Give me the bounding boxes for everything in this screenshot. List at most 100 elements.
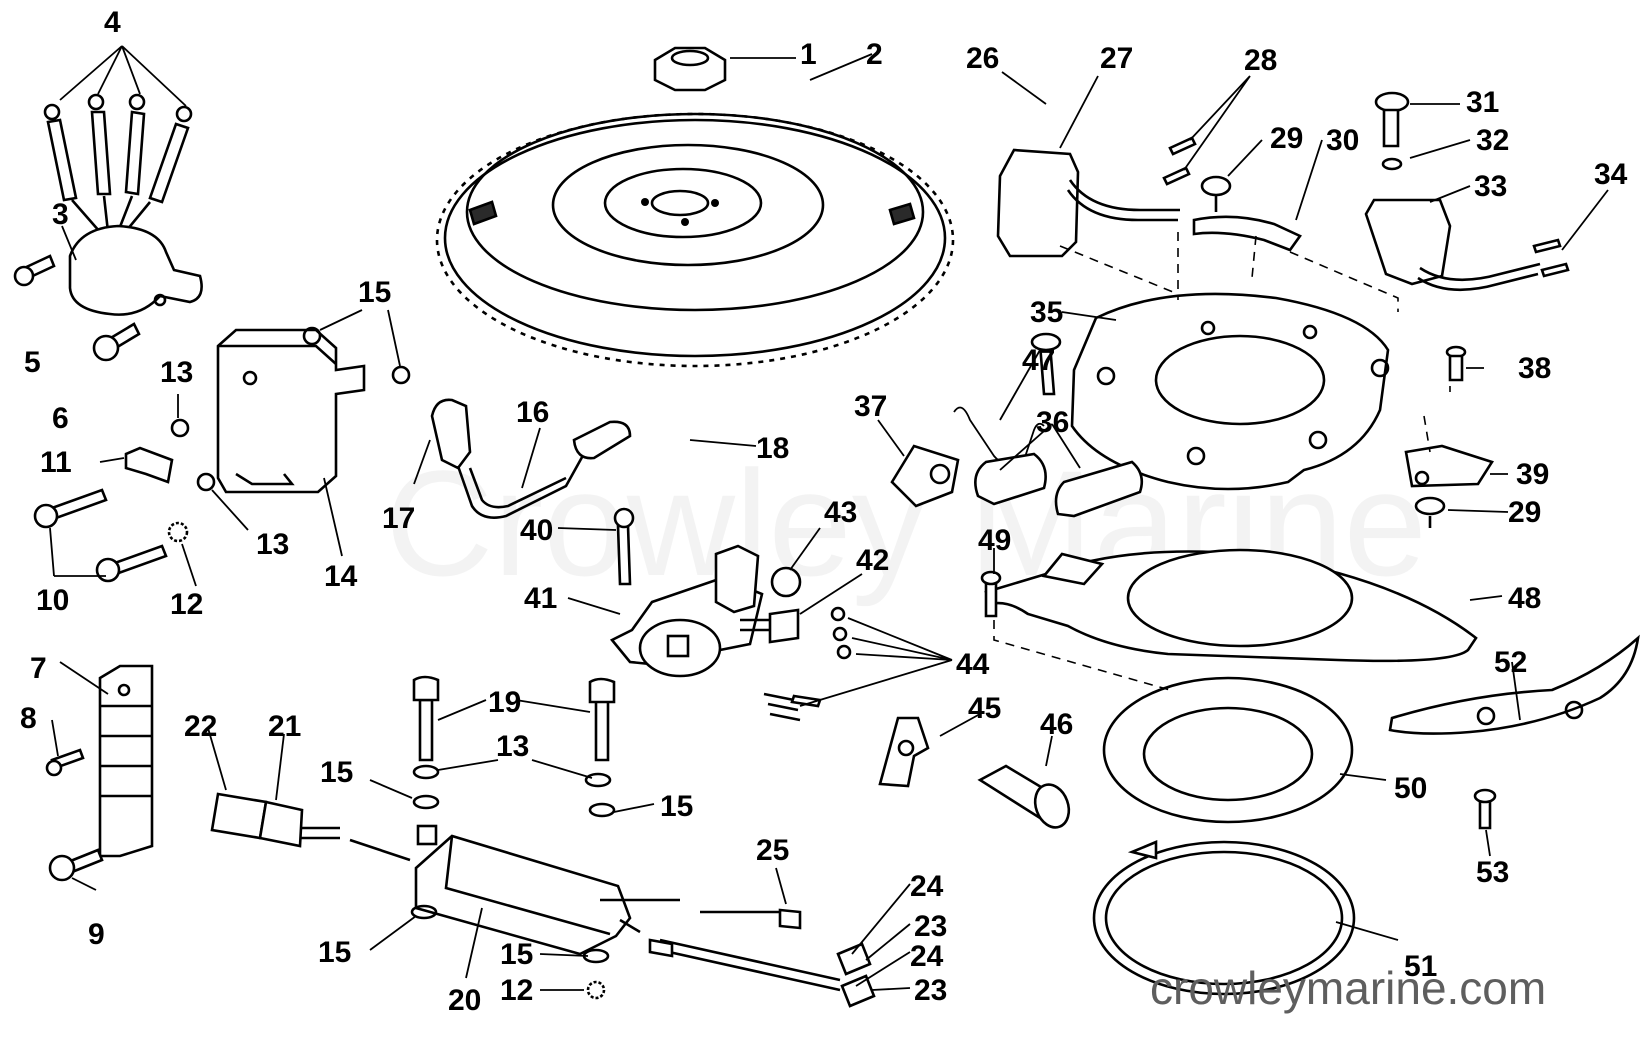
- callout-49: 49: [978, 524, 1011, 557]
- sensor-45: [878, 716, 930, 788]
- callout-labels: 1 2 3 4 5 6 7 8 9 10 11 12 12 13 13 13 1…: [20, 6, 1628, 1017]
- callout-26: 26: [966, 42, 999, 75]
- bushing-46: [977, 764, 1071, 829]
- callout-39: 39: [1516, 458, 1549, 491]
- screw-53: [1473, 788, 1497, 830]
- screw-5: [13, 254, 56, 287]
- callout-50: 50: [1394, 772, 1427, 805]
- sleeves-36: [974, 452, 1144, 518]
- alignment-lines: [993, 232, 1451, 691]
- site-url: crowleymarine.com: [1150, 962, 1546, 1014]
- retainer-30: [1192, 215, 1302, 252]
- cap-and-wires: [43, 93, 203, 316]
- callout-11: 11: [40, 446, 72, 479]
- callout-31: 31: [1466, 86, 1499, 119]
- callout-15-right: 15: [660, 790, 693, 823]
- callout-23-lower: 23: [914, 974, 947, 1007]
- callout-28: 28: [1244, 44, 1277, 77]
- washers-13-15: [170, 326, 411, 492]
- charge-coil-27: [996, 148, 1180, 258]
- callout-42: 42: [856, 544, 889, 577]
- callout-15-lower: 15: [500, 938, 533, 971]
- callout-27: 27: [1100, 42, 1133, 75]
- callout-23-upper: 23: [914, 910, 947, 943]
- cam-52: [1388, 634, 1640, 735]
- screw-31: [1374, 91, 1410, 148]
- callout-29-top: 29: [1270, 122, 1303, 155]
- callout-2: 2: [866, 38, 883, 71]
- screw-38: [1445, 345, 1467, 382]
- callout-15-left: 15: [320, 756, 353, 789]
- flywheel: [435, 112, 955, 368]
- screw-29-right: [1414, 496, 1446, 528]
- connector-37: [890, 444, 960, 508]
- callout-13-lower: 13: [256, 528, 289, 561]
- callout-38: 38: [1518, 352, 1551, 385]
- lockwasher-12: [167, 521, 189, 543]
- screws-10: [33, 488, 168, 583]
- bearing-ring-50: [1102, 676, 1354, 824]
- screw-6: [92, 322, 141, 362]
- callout-20: 20: [448, 984, 481, 1017]
- terminal-block: [98, 664, 154, 858]
- callout-12-lower: 12: [500, 974, 533, 1007]
- callout-13-upper: 13: [160, 356, 193, 389]
- callout-10: 10: [36, 584, 69, 617]
- armature-plate-48: [984, 548, 1478, 663]
- washer-32: [1381, 157, 1403, 171]
- callout-15-coil: 15: [358, 276, 391, 309]
- retainer-ring-51: [1092, 840, 1356, 996]
- callout-5: 5: [24, 346, 41, 379]
- callout-12: 12: [170, 588, 203, 621]
- screw-8: [45, 748, 85, 777]
- screw-9: [48, 848, 104, 882]
- callout-16: 16: [516, 396, 549, 429]
- callout-24-lower: 24: [910, 940, 944, 973]
- callout-4: 4: [104, 6, 121, 39]
- spark-plug-lead: [430, 398, 632, 519]
- callout-7: 7: [30, 652, 47, 685]
- callout-3: 3: [52, 198, 69, 231]
- callout-14: 14: [324, 560, 358, 593]
- terminals-44: [763, 606, 852, 722]
- callout-29-right: 29: [1508, 496, 1541, 529]
- callout-37: 37: [854, 390, 887, 423]
- callout-40: 40: [520, 514, 553, 547]
- callout-6: 6: [52, 402, 69, 435]
- wire-harness-23-24: [600, 898, 876, 1008]
- callout-47: 47: [1022, 344, 1055, 377]
- callout-52: 52: [1494, 646, 1527, 679]
- ignition-coil: [216, 328, 366, 494]
- callout-18: 18: [756, 432, 789, 465]
- callout-35: 35: [1030, 296, 1063, 329]
- connector-21-22: [210, 792, 411, 862]
- callout-22: 22: [184, 710, 217, 743]
- screw-26: [1030, 332, 1062, 396]
- callout-30: 30: [1326, 124, 1359, 157]
- leader-lines: [49, 45, 1609, 991]
- bolts-19: [412, 675, 616, 762]
- plate-39: [1404, 444, 1495, 488]
- callout-41: 41: [524, 582, 557, 615]
- callout-43: 43: [824, 496, 857, 529]
- callout-44: 44: [956, 648, 990, 681]
- callout-9: 9: [88, 918, 105, 951]
- callout-34: 34: [1594, 158, 1628, 191]
- callout-8: 8: [20, 702, 37, 735]
- callout-21: 21: [268, 710, 301, 743]
- screw-29-top: [1200, 175, 1232, 212]
- callout-24-upper: 24: [910, 870, 944, 903]
- callout-36: 36: [1036, 406, 1069, 439]
- callout-13-power-pack: 13: [496, 730, 529, 763]
- callout-48: 48: [1508, 582, 1541, 615]
- leads-28: [1162, 136, 1197, 186]
- screw-49: [980, 570, 1002, 618]
- screw-40: [613, 507, 635, 586]
- stator-plate-35: [1070, 292, 1390, 491]
- callout-15-bottom: 15: [318, 936, 351, 969]
- clip-43: [770, 566, 802, 598]
- callout-33: 33: [1474, 170, 1507, 203]
- callout-45: 45: [968, 692, 1001, 725]
- clamp-11: [124, 446, 174, 484]
